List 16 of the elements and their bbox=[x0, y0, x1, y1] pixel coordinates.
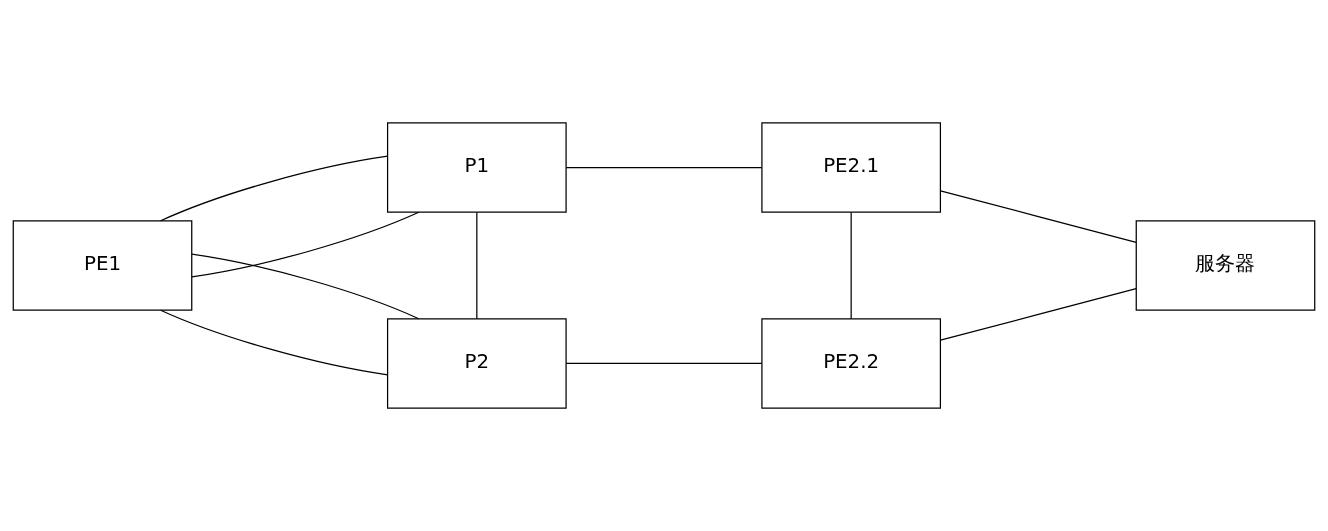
connector bbox=[565, 362, 763, 365]
connector bbox=[160, 309, 389, 376]
connector bbox=[939, 190, 1137, 243]
connector bbox=[160, 155, 389, 222]
connector bbox=[191, 253, 420, 320]
connector bbox=[476, 211, 478, 320]
node-box: PE2.2 bbox=[761, 318, 942, 409]
node-box: 服务器 bbox=[1135, 220, 1316, 311]
connector bbox=[565, 166, 763, 169]
node-box: P1 bbox=[386, 122, 567, 213]
node-box: P2 bbox=[386, 318, 567, 409]
connector bbox=[191, 211, 420, 278]
connector bbox=[850, 211, 852, 320]
node-box: PE1 bbox=[12, 220, 193, 311]
node-box: PE2.1 bbox=[761, 122, 942, 213]
connector bbox=[939, 288, 1137, 341]
